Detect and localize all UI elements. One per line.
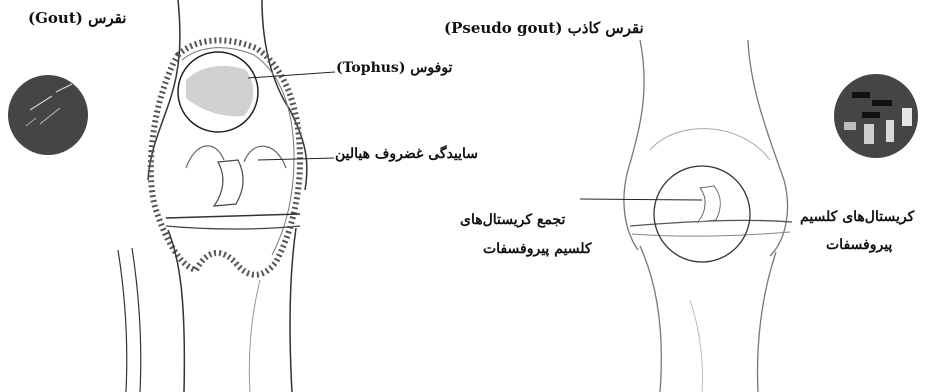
- cpp-crystals-label-line2: پیروفسفات: [826, 237, 892, 255]
- cpp-aggregation-label-line2: کلسیم پیروفسفات: [483, 241, 592, 259]
- abrasion-leader-line: [258, 158, 334, 160]
- pseudogout-knee: [580, 40, 792, 392]
- femur-left-edge: [148, 0, 180, 180]
- tophus-leader-line: [248, 72, 335, 78]
- gout-title: نقرس (Gout): [28, 9, 126, 28]
- tophus-label: توفوس (Tophus): [336, 60, 452, 78]
- gout-knee: [118, 0, 335, 392]
- cpp-crystals-label-line1: کریستال‌های کلسیم: [800, 209, 914, 227]
- cpp-magnifier: [654, 166, 750, 262]
- cartilage-abrasion-label: ساییدگی غضروف هیالین: [335, 146, 478, 164]
- cpp-leader-line: [580, 199, 702, 200]
- cpp-crystal-disc: [834, 74, 918, 158]
- cpp-aggregation-label-line1: تجمع کریستال‌های: [460, 212, 565, 230]
- pseudo-gout-title: نقرس کاذب (Pseudo gout): [444, 19, 644, 38]
- gout-crystal-disc: [8, 75, 88, 155]
